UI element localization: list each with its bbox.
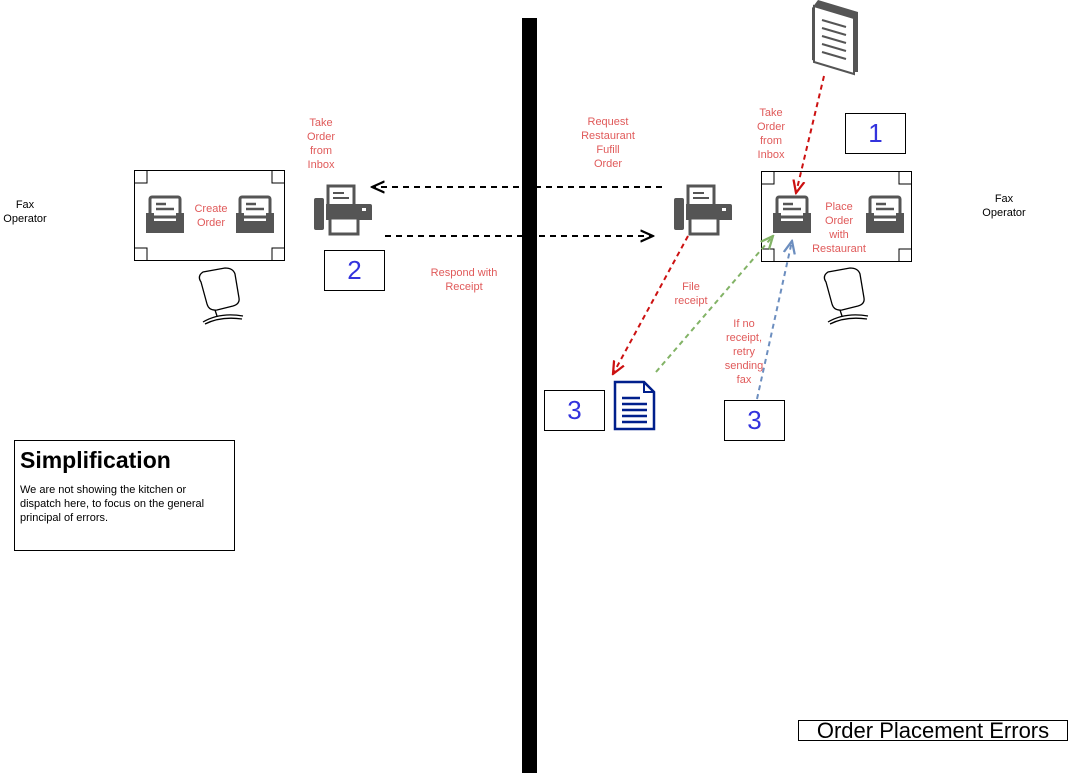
arrow-fax-to-inbox [796, 75, 825, 193]
error-marker-3b: 3 [724, 400, 785, 441]
fax-machine-icon [312, 184, 374, 236]
fax-machine-icon [672, 184, 734, 236]
note-body: We are not showing the kitchen or dispat… [20, 484, 205, 524]
blue-document-icon [613, 380, 656, 431]
request-fulfill-label: Request Restaurant Fufill Order [581, 116, 635, 170]
respond-receipt-label: Respond with Receipt [430, 267, 498, 293]
chair-icon [198, 267, 244, 325]
chair-icon [823, 267, 869, 325]
simplification-note: Simplification We are not showing the ki… [14, 440, 235, 551]
note-title: Simplification [20, 447, 171, 473]
diagram-title: Order Placement Errors [798, 720, 1068, 742]
take-order-left-label: Take Order from Inbox [306, 117, 336, 171]
inbox-icon [234, 195, 276, 235]
arrow-file-receipt [613, 235, 689, 374]
place-order-label: Place Order with Restaurant [812, 201, 866, 255]
divider-wall [522, 18, 537, 773]
retry-fax-label: If no receipt, retry sending fax [724, 318, 764, 386]
right-actor-label: Fax Operator [982, 193, 1026, 219]
arrow-receipt-check [655, 236, 773, 373]
error-marker-3a: 3 [544, 390, 605, 431]
error-marker-2: 2 [324, 250, 385, 291]
file-receipt-label: File receipt [674, 281, 708, 307]
paper-document-icon [812, 0, 858, 76]
take-order-right-label: Take Order from Inbox [756, 107, 786, 161]
create-order-label: Create Order [194, 203, 228, 229]
error-marker-1: 1 [845, 113, 906, 154]
left-actor-label: Fax Operator [3, 199, 47, 225]
outbox-icon [144, 195, 186, 235]
